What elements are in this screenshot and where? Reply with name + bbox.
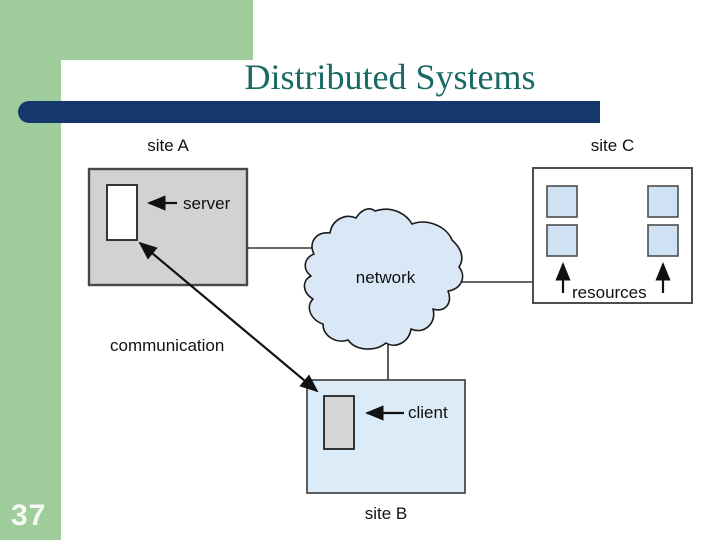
page-title: Distributed Systems: [244, 57, 536, 97]
client-label: client: [408, 403, 448, 422]
communication-label: communication: [110, 336, 225, 355]
server-rect: [106, 184, 138, 241]
client-rect: [323, 395, 355, 450]
resource-square: [546, 185, 578, 218]
network-cloud: [303, 208, 464, 350]
network-label: network: [355, 268, 416, 287]
site-c-label: site C: [590, 136, 635, 155]
communication-arrow: [138, 241, 319, 393]
resource-square: [546, 224, 578, 257]
server-label: server: [183, 194, 231, 213]
site-a-label: site A: [147, 136, 189, 155]
resources-label: resources: [572, 283, 647, 302]
resource-square: [647, 224, 679, 257]
page-number: 37: [11, 499, 47, 532]
green-sidebar: [0, 0, 61, 540]
resource-square: [647, 185, 679, 218]
site-b-label: site B: [364, 504, 408, 523]
title-underline-bar: [18, 101, 600, 123]
